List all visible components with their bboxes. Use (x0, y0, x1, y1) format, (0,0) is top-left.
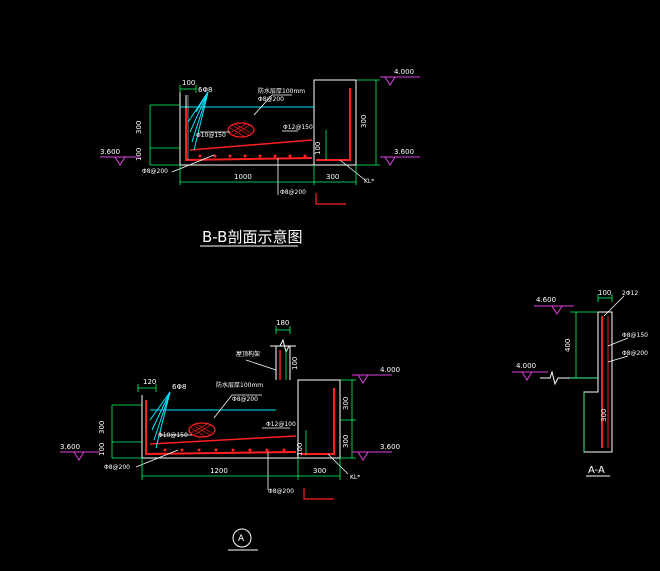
a-break-symbol (270, 338, 296, 354)
a-level-right-low: 3.600 (380, 443, 400, 451)
aa-break-symbol (540, 370, 598, 386)
bb-lower-dim: 100 (135, 148, 143, 161)
bb-rebar-l (185, 108, 313, 162)
aa-rebar-1: 2Φ12 (622, 290, 638, 297)
a-right-height-dim2: 300 (342, 435, 350, 448)
bb-rebar-mid: Φ12@150 (283, 124, 313, 131)
a-upstand (275, 345, 291, 380)
bb-rebar-dist: Φ8@200 (258, 96, 284, 103)
bb-title: B-B剖面示意图 (202, 228, 302, 246)
bb-rebar-note: 防水层厚100mm (258, 87, 305, 95)
a-right-bottom-dim: 300 (313, 467, 326, 475)
a-level-right-high: 4.000 (380, 366, 400, 374)
a-left-label: 屋顶构架 (236, 350, 260, 358)
aa-lower-dim: 300 (600, 409, 608, 422)
bb-level-marks (100, 76, 420, 166)
aa-top-dim: 100 (598, 289, 611, 297)
a-kl-label: KL* (350, 474, 360, 481)
a-top-dim2: 100 (291, 357, 299, 370)
bb-rebar-top: 6Φ8 (198, 86, 212, 94)
a-rebar-right (300, 388, 335, 455)
a-right-height-dim: 300 (342, 397, 350, 410)
a-white-leaders (135, 359, 349, 490)
bb-hatch-ellipse (227, 122, 255, 138)
aa-section: 100 400 300 4.600 4.000 2Φ12 Φ8@150 Φ8@2… (512, 289, 648, 477)
a-rebar-dist: Φ8@200 (232, 396, 258, 403)
a-top-dim: 180 (276, 319, 289, 327)
aa-leaders (603, 295, 629, 363)
bb-top-dim: 100 (182, 79, 195, 87)
a-title: A (238, 534, 245, 544)
bb-height-dim: 300 (135, 121, 143, 134)
a-inner-dim: 100 (296, 443, 304, 456)
a-lower-dim: 100 (98, 443, 106, 456)
a-hatch-lines (190, 423, 213, 438)
bb-leaders (187, 91, 209, 151)
bb-level-right-high: 4.000 (394, 68, 414, 76)
bb-hatch-lines (229, 123, 252, 138)
a-level-marks (60, 374, 392, 461)
bb-rebar-bottom2: Φ8@200 (280, 189, 306, 196)
a-rebar-note: 防水层厚100mm (216, 381, 263, 389)
aa-title: A-A (588, 465, 605, 476)
a-rebar-l (145, 400, 297, 456)
a-hatch-ellipse (188, 422, 216, 438)
a-rebar-bottom2: Φ8@200 (268, 488, 294, 495)
bb-rebar-dots (198, 154, 307, 158)
bb-kl-label: KL* (364, 178, 374, 185)
a-level-left: 3.600 (60, 443, 80, 451)
a-leaders (149, 391, 171, 449)
aa-level-marks (512, 305, 574, 381)
bb-inner-dim: 100 (314, 142, 322, 155)
aa-level-high: 4.600 (536, 296, 556, 304)
a-top-small-dim: 120 (143, 378, 156, 386)
a-rebar-slope: Φ10@150 (158, 432, 188, 439)
aa-side-dim: 400 (564, 339, 572, 352)
bb-rebar-slope: Φ10@150 (196, 132, 226, 139)
bb-right-bottom-dim: 300 (326, 173, 339, 181)
aa-dims (570, 294, 613, 452)
a-bottom-dim: 1200 (210, 467, 228, 475)
a-rebar-slope (149, 435, 297, 445)
bb-level-right-low: 3.600 (394, 148, 414, 156)
aa-rebar-2: Φ8@150 (622, 332, 648, 339)
a-section: 180 100 屋顶构架 120 300 100 1200 300 300 30… (60, 319, 400, 551)
a-rebar-bottom: Φ8@200 (104, 464, 130, 471)
bb-section: 100 300 100 1000 300 300 100 3.600 3.600… (100, 68, 420, 247)
bb-level-left: 3.600 (100, 148, 120, 156)
bb-section-mark (315, 193, 346, 205)
bb-dims (149, 79, 380, 185)
bb-rebar-right (316, 88, 351, 161)
aa-rebar-3: Φ8@200 (622, 350, 648, 357)
a-dims (111, 326, 356, 480)
aa-level-low: 4.000 (516, 362, 536, 370)
a-rebar-top: 6Φ8 (172, 383, 186, 391)
a-title-circle (232, 528, 252, 548)
bb-white-leaders (171, 94, 366, 195)
bb-bottom-dim: 1000 (234, 173, 252, 181)
a-rebar-dots (163, 448, 286, 452)
bb-rebar-slope (189, 139, 313, 151)
a-rebar-mid: Φ12@100 (266, 421, 296, 428)
a-height-dim: 300 (98, 421, 106, 434)
bb-rebar-bottom: Φ8@200 (142, 168, 168, 175)
a-outline (141, 379, 341, 459)
a-section-mark (303, 488, 334, 500)
bb-right-height-dim: 300 (360, 115, 368, 128)
